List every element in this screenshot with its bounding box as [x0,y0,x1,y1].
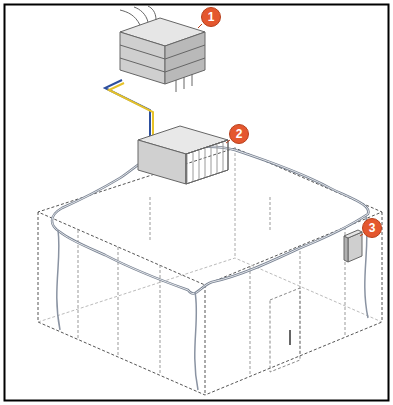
device-2 [138,126,228,184]
callout-number: 2 [229,124,249,144]
down-wires [57,216,368,390]
cable [105,80,153,142]
callout-leaders [198,24,363,236]
callout-number: 3 [362,218,382,238]
device-1 [120,6,205,92]
callout-number: 1 [201,7,221,27]
door [270,288,300,372]
frame [5,5,389,401]
device-3 [344,230,362,262]
room-outline [38,148,382,395]
